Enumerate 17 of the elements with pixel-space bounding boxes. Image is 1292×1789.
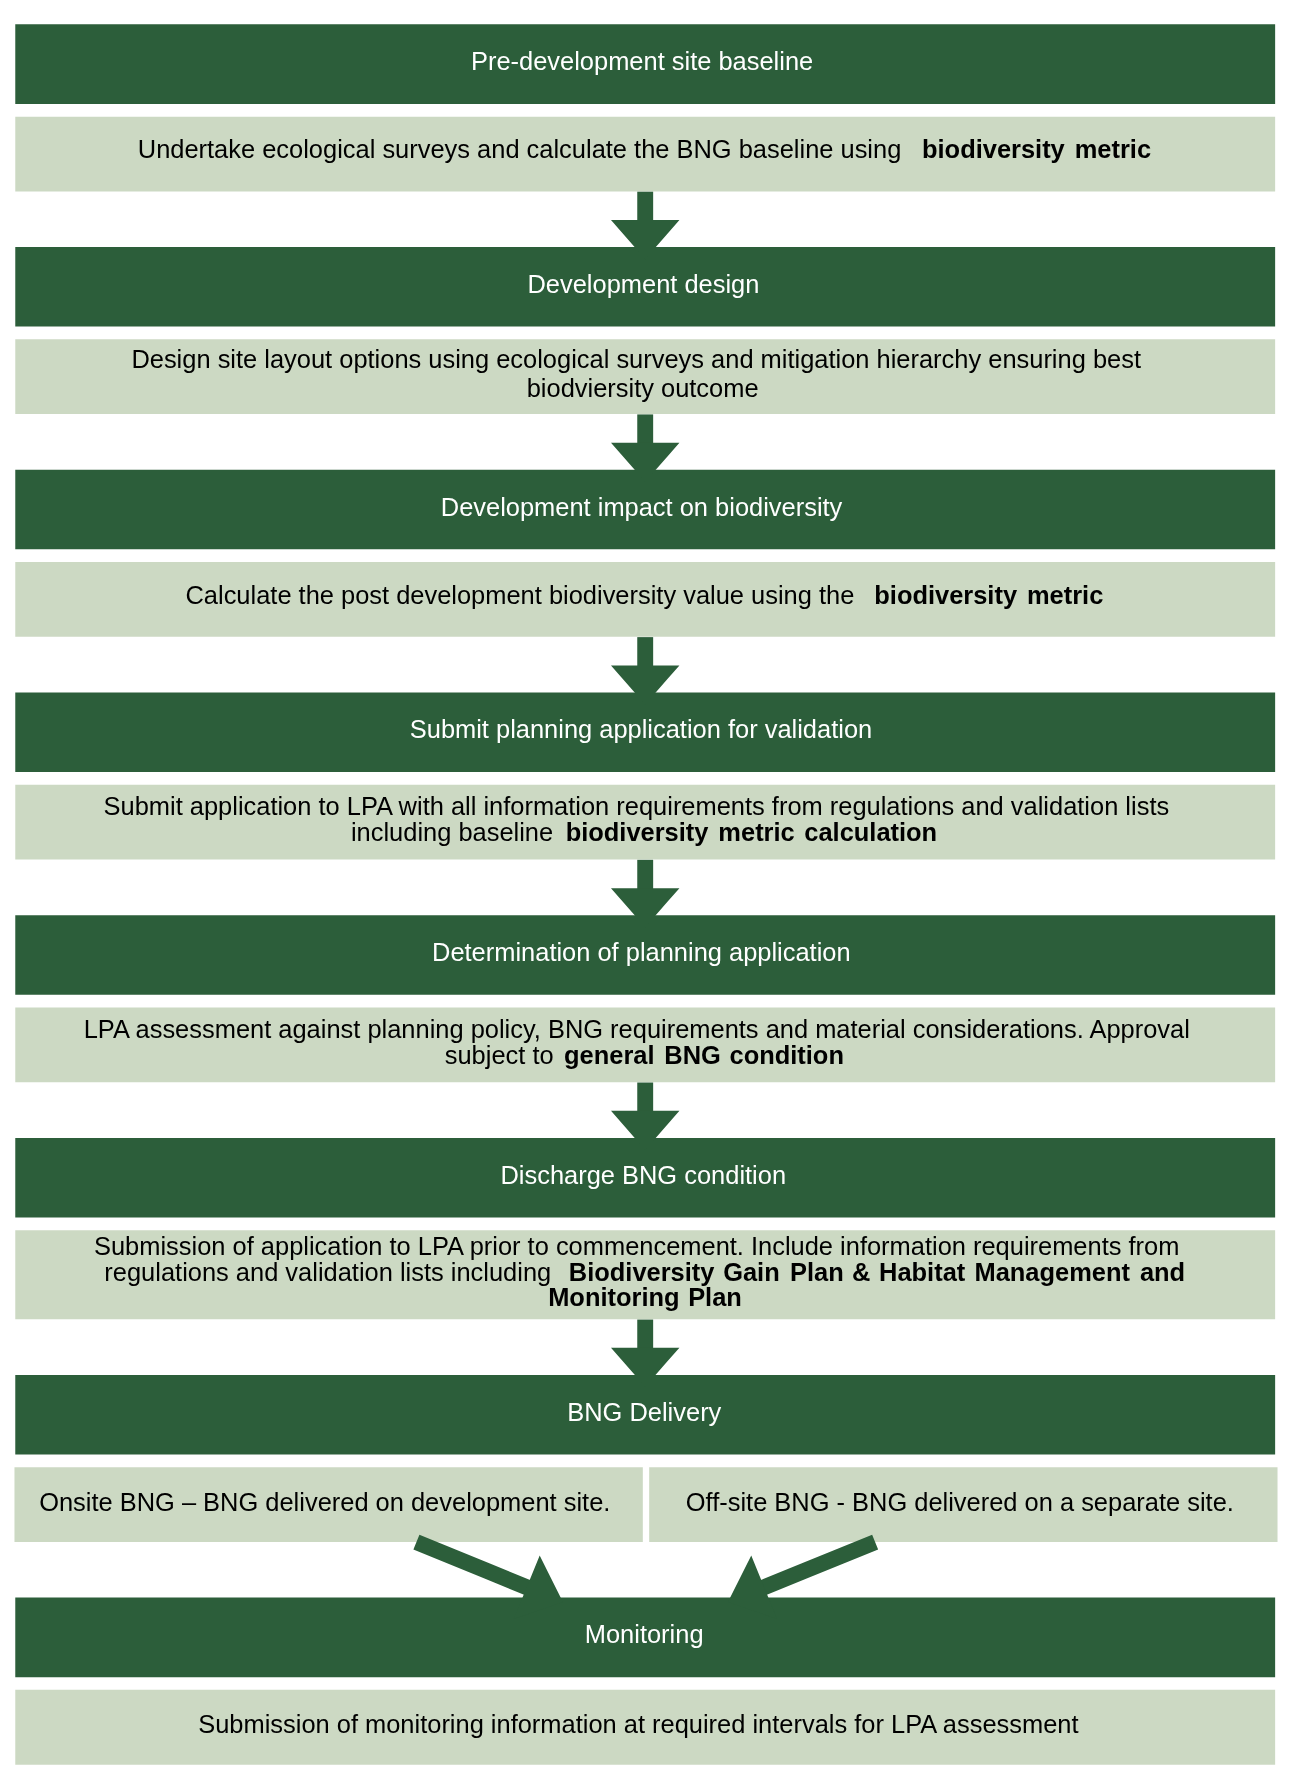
node-box: Discharge BNG condition <box>15 1137 1276 1218</box>
node-box: Pre-development site baseline <box>15 24 1276 104</box>
node-box: Submit planning application for validation <box>15 692 1276 772</box>
node-box: Onsite BNG – BNG delivered on development site. <box>14 1467 643 1542</box>
node-box: Submit application to LPA with all information requirements from regulations and validation lists including baseline biodiversity metric calculation <box>15 784 1276 860</box>
node-box: Monitoring <box>15 1597 1276 1678</box>
node-box: BNG Delivery <box>15 1374 1276 1455</box>
node-box: Submission of monitoring information at required intervals for LPA assessment <box>15 1689 1276 1765</box>
node-box: LPA assessment against planning policy, BNG requirements and material considerations. Approval subject to general BNG condition <box>15 1007 1276 1083</box>
node-box: Development design <box>15 247 1276 327</box>
node-box: Determination of planning application <box>15 915 1276 995</box>
node-box: Design site layout options using ecological surveys and mitigation hierarchy ensuring best biodviersity outcome <box>15 339 1276 415</box>
node-box: Submission of application to LPA prior to commencement. Include information requirements from regulations and validation lists including Biodiversity Gain Plan & Habitat Management and Monitoring Plan <box>15 1230 1276 1320</box>
node-box: Development impact on biodiversity <box>15 469 1276 550</box>
node-box: Undertake ecological surveys and calculate the BNG baseline using biodiversity metric <box>15 116 1276 192</box>
node-box: Calculate the post development biodiversity value using the biodiversity metric <box>15 562 1276 637</box>
node-box: Off-site BNG - BNG delivered on a separate site. <box>649 1467 1278 1542</box>
